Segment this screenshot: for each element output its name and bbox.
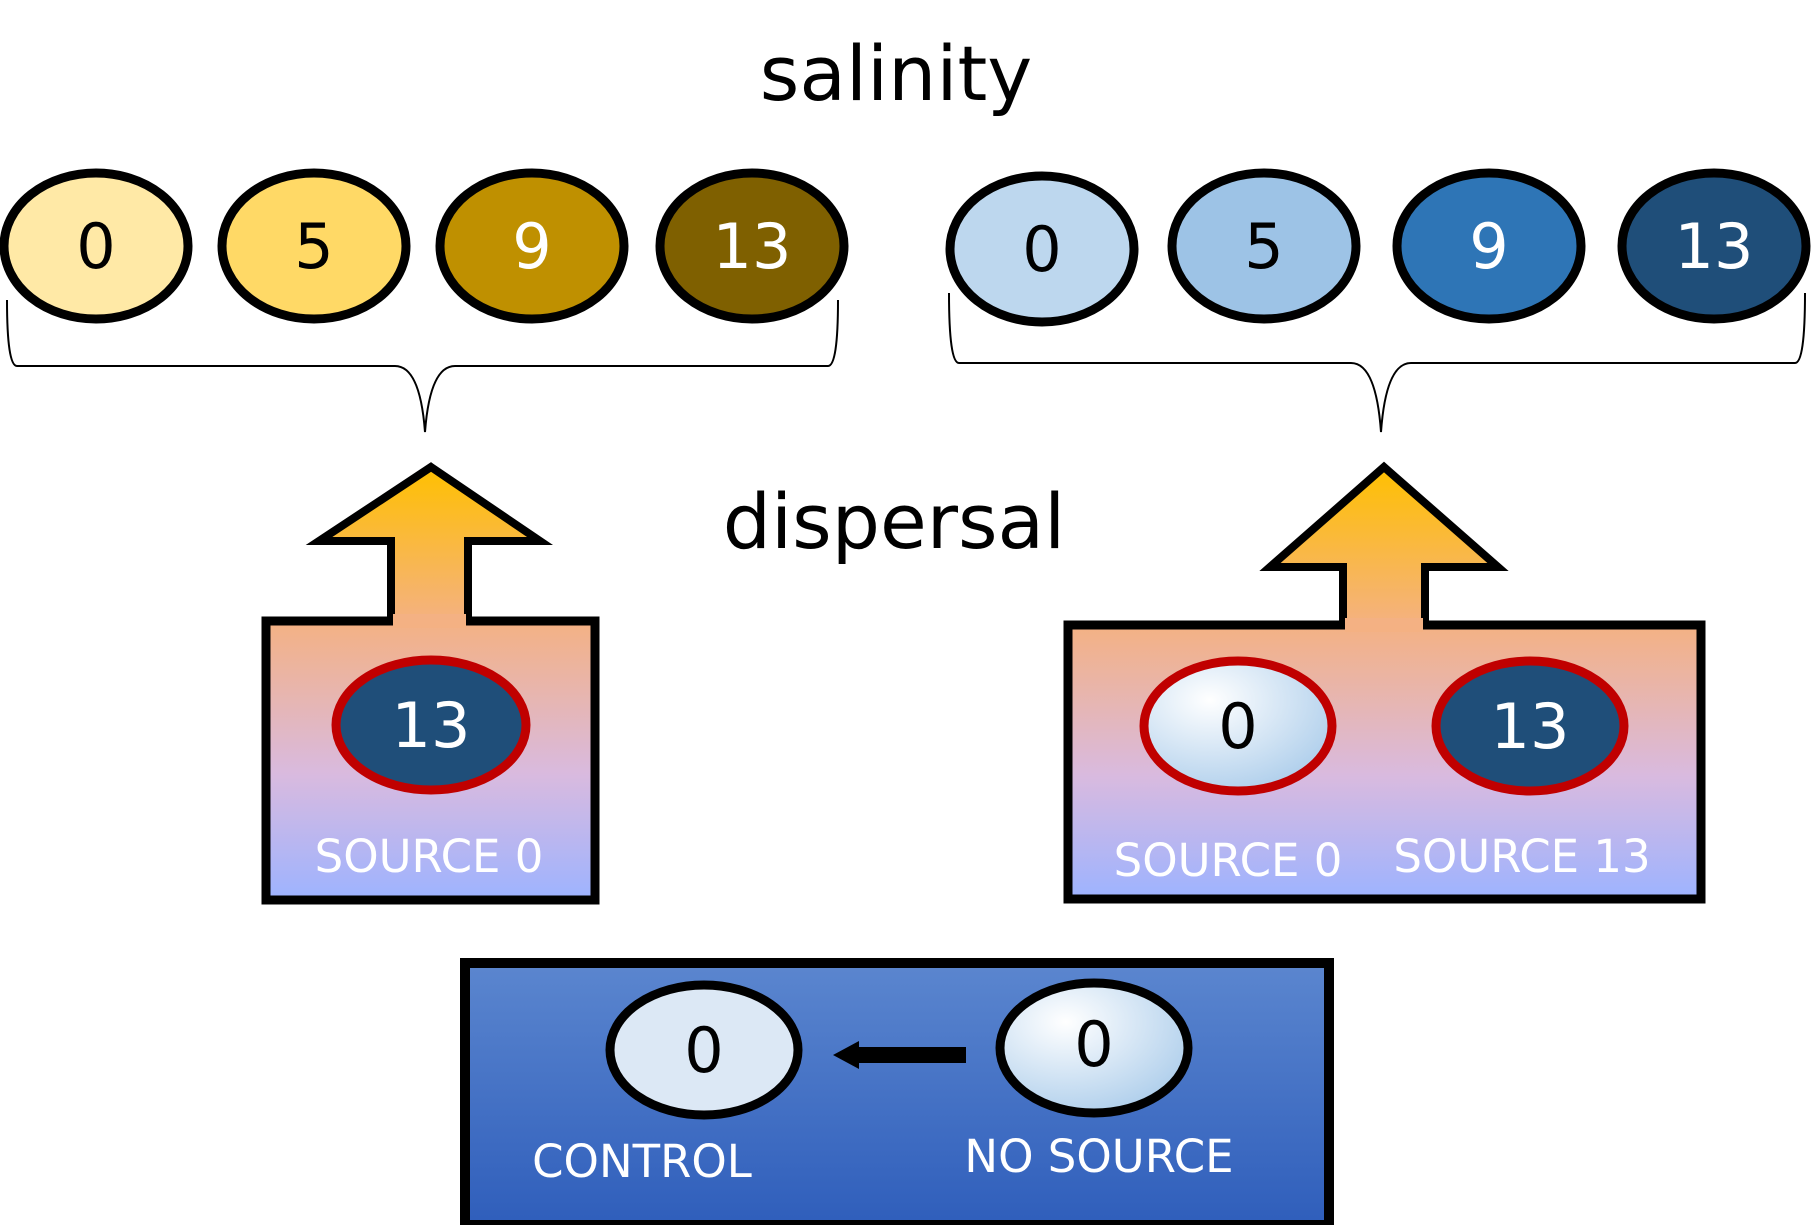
control-oval (605, 980, 803, 1120)
salinity-oval-yellow-13: 13 (655, 168, 849, 324)
salinity-oval-blue-0: 0 (945, 171, 1139, 327)
dispersal-label: dispersal (723, 477, 1065, 566)
dispersal-arrow-right (1259, 461, 1509, 631)
source-caption: SOURCE 0 (1114, 834, 1343, 887)
salinity-oval-yellow-0: 0 (0, 168, 193, 324)
salinity-oval-blue-9: 9 (1392, 168, 1586, 324)
salinity-value: 5 (1244, 210, 1283, 283)
source-oval-dark (1431, 656, 1629, 796)
salinity-oval-yellow-9: 9 (435, 168, 629, 324)
dispersal-source-left: 13 SOURCE 0 (261, 462, 600, 905)
source-oval-value: 13 (392, 689, 471, 762)
source-oval-pale (1139, 656, 1337, 796)
salinity-value: 0 (1022, 213, 1061, 286)
salinity-oval-blue-13: 13 (1617, 168, 1811, 324)
salinity-label: salinity (760, 29, 1032, 118)
control-caption: CONTROL (532, 1135, 752, 1188)
dispersal-arrow-left (305, 462, 554, 627)
arrow-joint-cover (1345, 618, 1423, 632)
salinity-oval-blue-5: 5 (1167, 168, 1361, 324)
source-oval-value: 13 (1491, 690, 1570, 763)
salinity-value: 5 (294, 210, 333, 283)
salinity-value: 13 (713, 210, 792, 283)
source-oval (331, 655, 531, 795)
dispersal-source-right: 0 13 SOURCE 0 SOURCE 13 (1063, 461, 1706, 904)
no-source-oval (995, 978, 1193, 1118)
brace-left (6, 299, 839, 433)
salinity-value: 9 (1469, 210, 1508, 283)
salinity-row-yellow: 0 5 9 13 (0, 168, 849, 324)
no-source-oval-value: 0 (1074, 1008, 1113, 1081)
brace-right (948, 292, 1806, 433)
salinity-value: 0 (76, 210, 115, 283)
source-caption: SOURCE 13 (1393, 830, 1650, 883)
control-oval-value: 0 (684, 1014, 723, 1087)
source-oval-value: 0 (1218, 690, 1257, 763)
source-caption: SOURCE 0 (315, 830, 544, 883)
salinity-oval-yellow-5: 5 (217, 168, 411, 324)
control-box (460, 958, 1334, 1225)
salinity-value: 13 (1675, 210, 1754, 283)
salinity-row-blue: 0 5 9 13 (945, 168, 1811, 327)
left-arrow-icon (833, 1041, 966, 1069)
no-source-caption: NO SOURCE (964, 1130, 1233, 1183)
salinity-value: 9 (512, 210, 551, 283)
control-group: 0 0 CONTROL NO SOURCE (460, 958, 1334, 1225)
arrow-joint-cover (393, 614, 466, 628)
